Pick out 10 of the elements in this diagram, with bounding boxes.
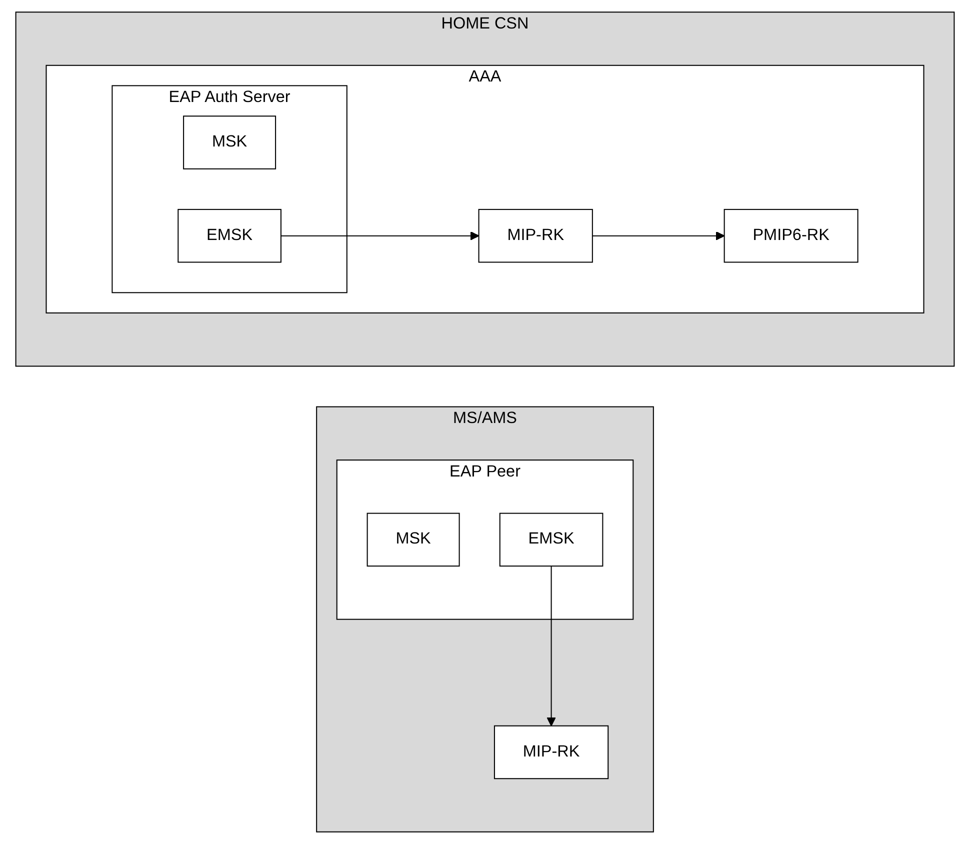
node-box: MSK — [182, 116, 276, 170]
node-box: MSK — [366, 512, 460, 567]
node-box: MIP-RK — [493, 725, 608, 780]
node-box: EMSK — [498, 512, 603, 567]
node-box: EMSK — [177, 208, 281, 263]
arrow — [280, 231, 479, 240]
node-box: PMIP6-RK — [723, 208, 858, 263]
arrow — [592, 231, 724, 240]
arrow — [546, 566, 556, 726]
node-box: MIP-RK — [478, 208, 592, 263]
